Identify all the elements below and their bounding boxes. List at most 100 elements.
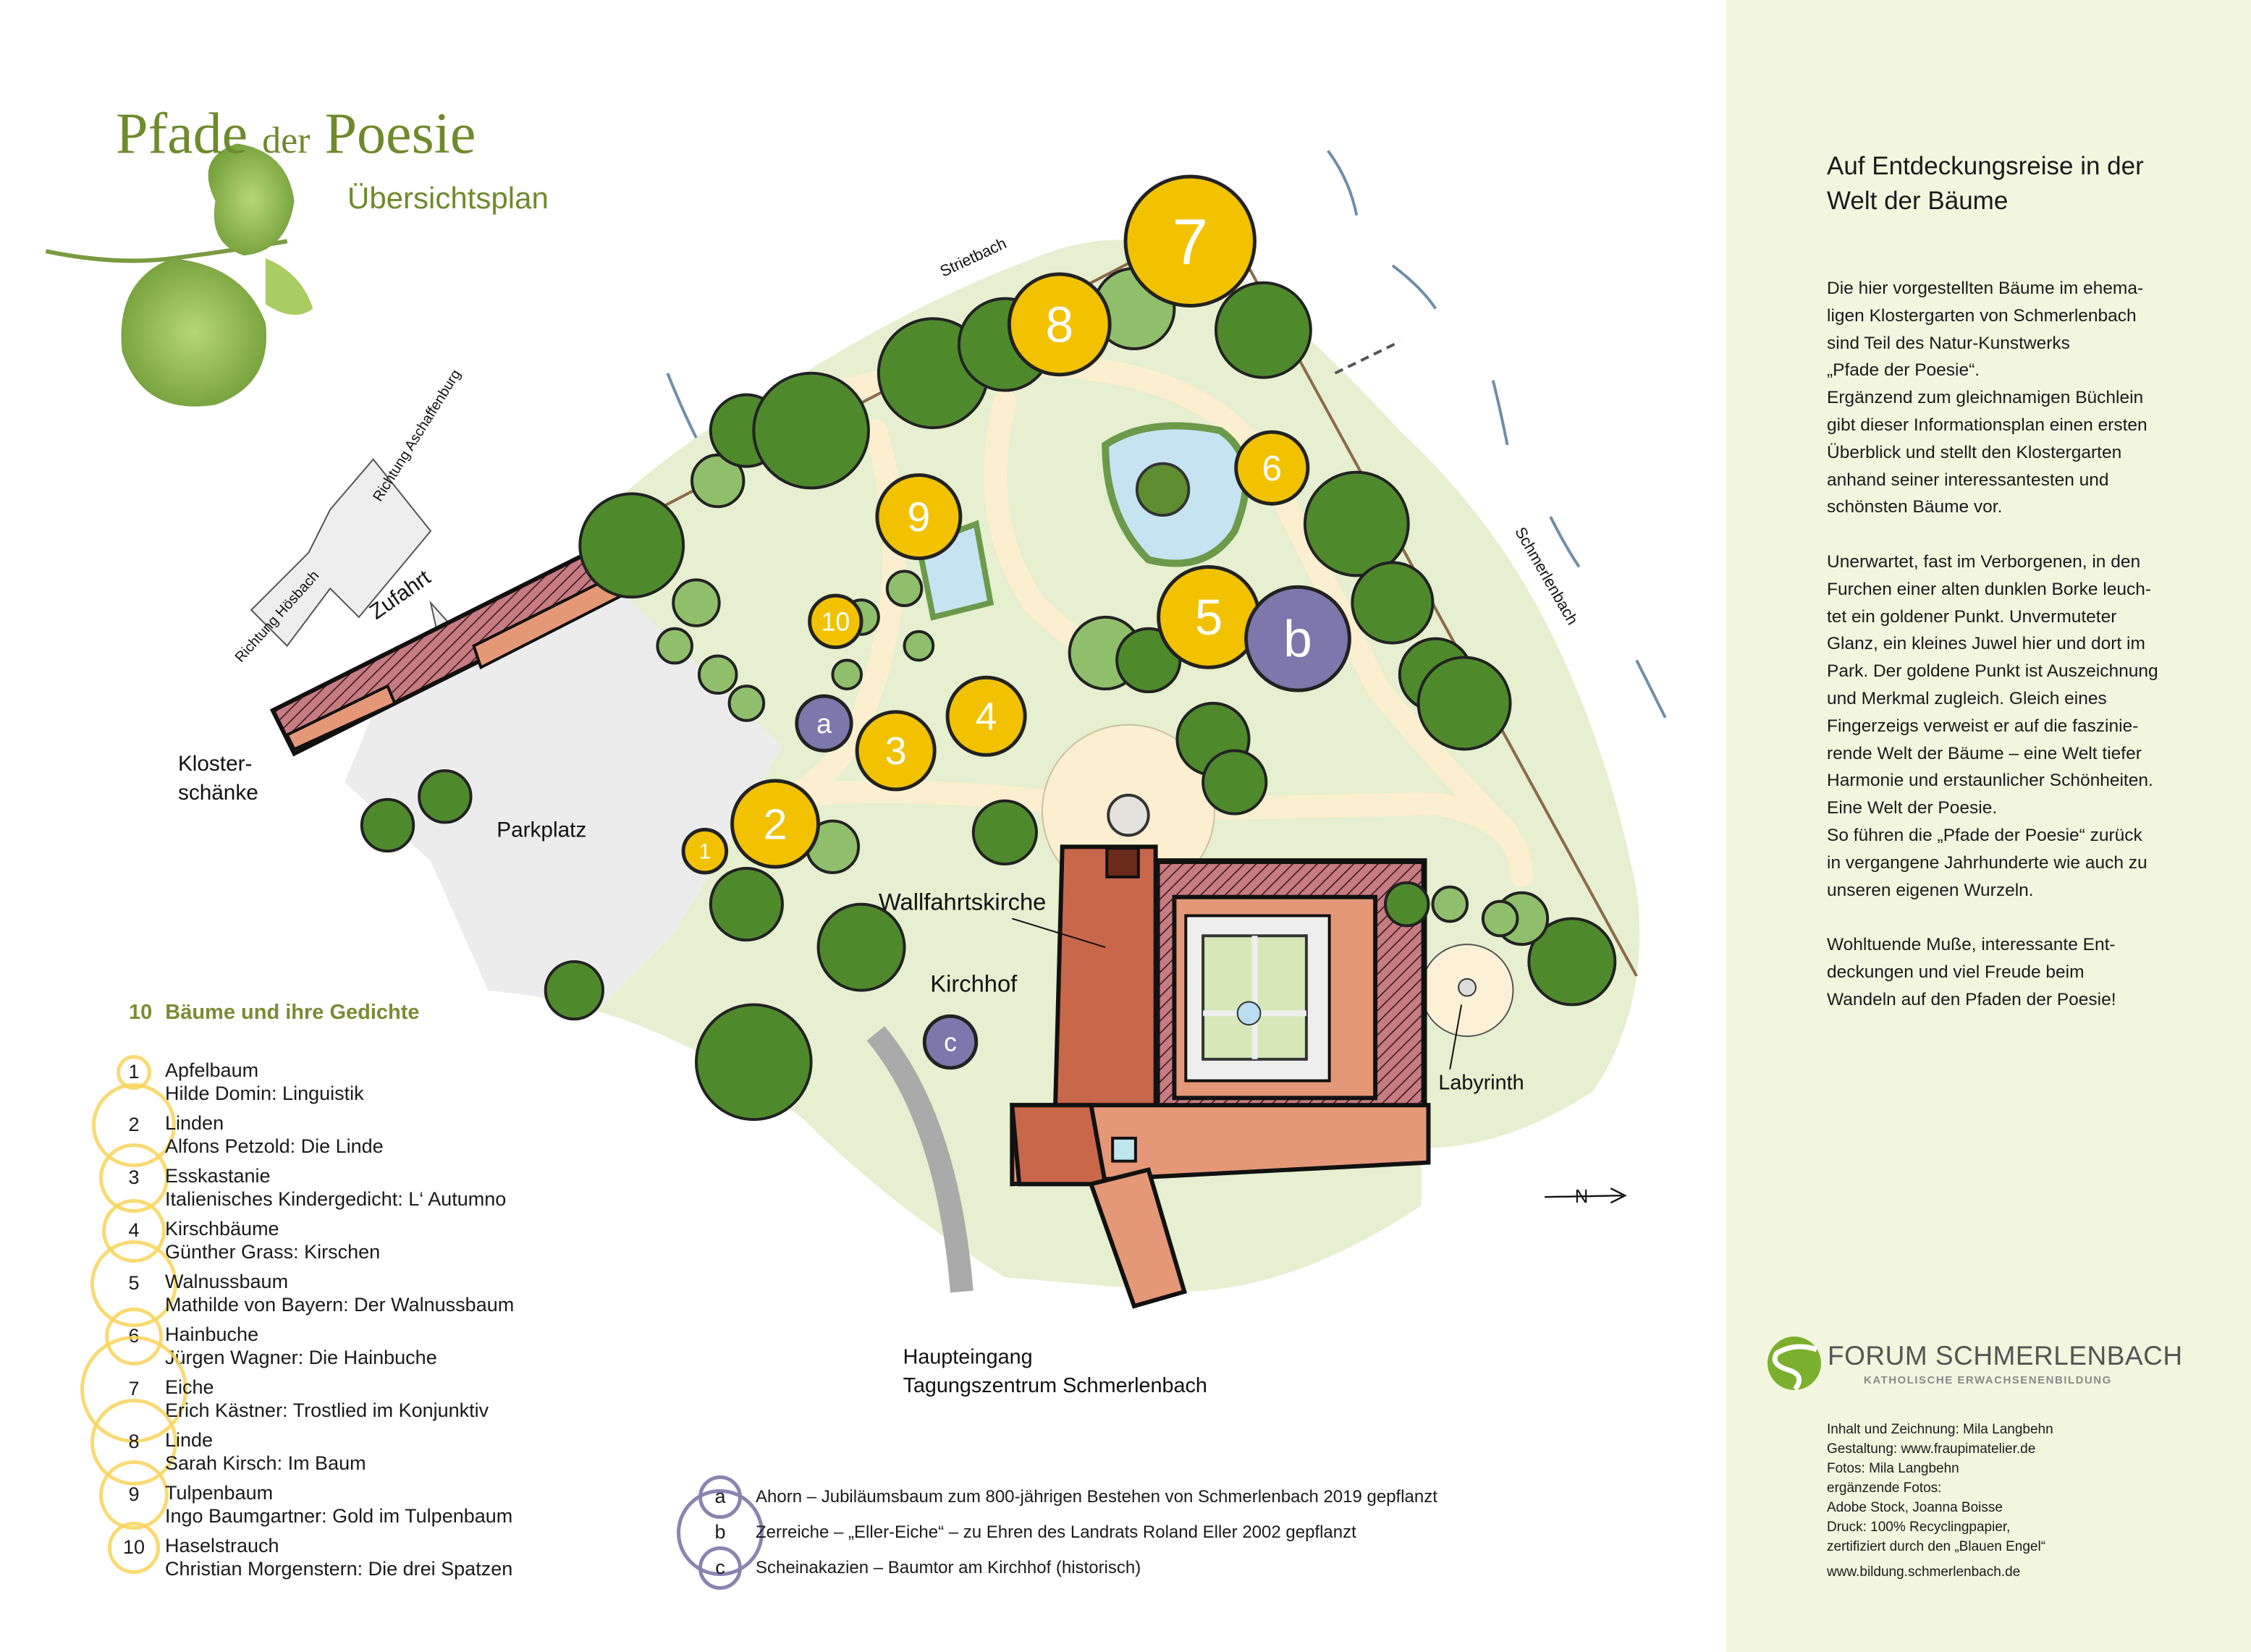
entrance-road [866,1025,974,1293]
page-title: Pfade der Poesie [116,102,476,166]
legend-poem: Hilde Domin: Linguistik [165,1083,364,1104]
legend-poem: Ingo Baumgartner: Gold im Tulpenbaum [165,1505,513,1527]
label-parkplatz: Parkplatz [497,818,586,842]
tree-marker-3[interactable]: 3 [855,710,937,792]
panel-line: Unerwartet, fast im Verborgenen, in den [1827,551,2141,572]
special-text: Ahorn – Jubiläumsbaum zum 800-jährigen B… [756,1487,1437,1507]
panel-line: „Pfade der Poesie“. [1827,360,1980,381]
tree [1527,917,1617,1007]
tree-marker-8[interactable]: 8 [1007,272,1112,377]
panel-line: und Merkmal zugleich. Gleich eines [1827,688,2107,708]
panel-line: Wandeln auf den Pfaden der Poesie! [1827,989,2116,1009]
panel-line: Ergänzend zum gleichnamigen Büchlein [1827,388,2144,408]
tree-marker-6[interactable]: 6 [1234,430,1310,506]
marker-label: 5 [1195,589,1223,645]
legend-tree: Apfelbaum [165,1059,259,1081]
tree-marker-7[interactable]: 7 [1123,174,1257,308]
tree [697,654,738,695]
legend-poem: Erich Kästner: Trostlied im Konjunktiv [165,1399,489,1421]
church-pointer [1012,918,1106,949]
panel-line: rende Welt der Bäume – eine Welt tiefer [1827,743,2142,763]
tree [1384,881,1430,928]
tree-marker-10[interactable]: 10 [808,593,863,650]
tree [1214,281,1312,379]
fountain [1107,793,1150,837]
marker-circle [730,779,821,869]
legend-number: 10 [123,1536,145,1558]
panel-line: sind Teil des Natur-Kunstwerks [1827,333,2070,353]
marker-circle [1234,430,1310,506]
label-labyrinth: Labyrinth [1438,1071,1524,1094]
trees [360,266,1617,1122]
panel-line: Fingerzeigs verweist er auf die faszinie… [1827,716,2139,736]
credit-line: Fotos: Mila Langbehn [1827,1461,1959,1476]
legend-number: 9 [128,1483,140,1505]
marker-circle [795,694,853,753]
legend-poem: Alfons Petzold: Die Linde [165,1135,384,1157]
panel-line: Wohltuende Muße, interessante Ent- [1827,935,2116,955]
tree-marker-a[interactable]: a [795,694,853,753]
marker-label: 4 [976,696,997,739]
tree [885,569,924,608]
logo-icon [1768,1337,1821,1392]
linden-leaf-illustration [45,143,313,407]
special-text: Zerreiche – „Eller-Eiche“ – zu Ehren des… [756,1522,1356,1542]
north-arrow: N [1545,1187,1627,1207]
marker-circle [681,827,729,875]
marker-label: 2 [763,800,787,848]
pond-island [1135,462,1191,517]
legend-circle-icon [108,1522,160,1574]
legend-tree: Kirschbäume [165,1218,279,1240]
tree [418,769,473,824]
tree [727,685,766,722]
label-haupteingang: Haupteingang [903,1345,1033,1368]
legend-number: 1 [128,1061,140,1083]
label-tagungszentrum: Tagungszentrum Schmerlenbach [903,1374,1207,1397]
legend-number: 7 [128,1378,140,1399]
marker-label: 7 [1172,205,1208,277]
logo-subtitle: KATHOLISCHE ERWACHSENENBILDUNG [1864,1374,2112,1386]
marker-circle [1007,272,1112,377]
legend-number: 4 [128,1219,140,1241]
special-text: Scheinakazien – Baumtor am Kirchhof (his… [756,1558,1141,1577]
panel-line: tet ein goldener Punkt. Unvermuteter [1827,606,2117,627]
panel-paragraph: Wohltuende Muße, interessante Ent-deckun… [1827,931,2232,1013]
panel-paragraph: Die hier vorgestellten Bäume im ehema-li… [1827,275,2232,521]
legend-number: 2 [128,1114,140,1135]
tree-marker-4[interactable]: 4 [945,675,1027,757]
credit-line[interactable]: www.bildung.schmerlenbach.de [1827,1564,2021,1580]
tree [672,578,721,627]
legend-tree: Linde [165,1429,214,1451]
tree-marker-2[interactable]: 2 [730,779,821,869]
credit-line: Gestaltung: www.fraupimatelier.de [1827,1441,2036,1457]
tree-marker-1[interactable]: 1 [681,827,729,875]
tree-marker-9[interactable]: 9 [875,473,963,561]
tree [690,453,746,509]
tree-marker-b[interactable]: b [1244,585,1351,692]
panel-line: unseren eigenen Wurzeln. [1827,880,2034,900]
marker-label: 9 [907,494,930,541]
credit-line: Adobe Stock, Joanna Boisse [1827,1500,2003,1515]
tree [1481,899,1519,938]
credit-line: Druck: 100% Recyclingpapier, [1827,1520,2011,1535]
tree-marker-c[interactable]: c [922,1014,979,1070]
marker-circle [875,473,963,561]
marker-label: 6 [1262,448,1283,488]
tree [1303,470,1410,577]
tree-marker-5[interactable]: 5 [1157,565,1261,669]
legend-tree: Eiche [165,1376,214,1398]
panel-line: in vergangene Jahrhunderte wie auch zu [1827,852,2147,873]
panel-line: Park. Der goldene Punkt ist Auszeichnung [1827,661,2158,682]
marker-label: 1 [699,840,711,864]
legend-tree: Hainbuche [165,1323,259,1345]
